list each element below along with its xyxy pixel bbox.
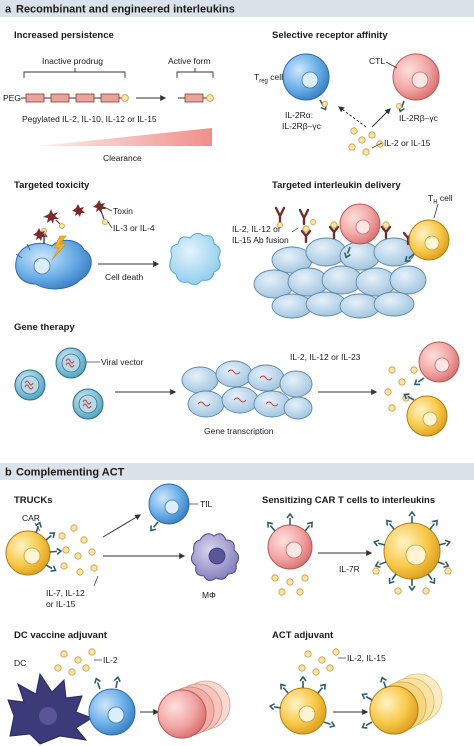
th-cell [408,219,450,261]
dc-heading: DC vaccine adjuvant [14,630,108,641]
trucks-cytokines-1: IL-7, IL-12 [46,588,85,598]
il7r-label: IL-7R [339,564,360,574]
dc-il2-label: IL-2 [103,655,118,665]
toxicity-heading: Targeted toxicity [14,180,90,191]
panel-a-band [0,0,474,17]
trucks-cytokines [58,524,98,576]
sensitizing-heading: Sensitizing CAR T cells to interleukins [262,495,435,506]
transduced-tissue [181,360,313,420]
dc-expanded-cells [157,680,231,739]
gene-transcription-label: Gene transcription [204,426,274,436]
th-label: TH cell [428,193,453,206]
selective-affinity-subpanel: Selective receptor affinity Treg cell IL… [254,30,440,156]
clearance-wedge [38,128,212,146]
act-t-cell [279,687,327,735]
til-cell [148,483,190,525]
dc-t-cell [88,688,136,736]
truck-cell [5,530,51,576]
viral-vectors [14,347,104,420]
trucks-heading: TRUCKs [14,495,53,506]
lightning-icon [51,235,67,261]
free-antibodies [274,206,316,228]
active-form-label: Active form [168,56,211,66]
cell-death-label: Cell death [105,272,144,282]
inactive-prodrug-label: Inactive prodrug [42,56,103,66]
act-cytokines-label: IL-2, IL-15 [347,653,386,663]
sensitizing-ligands [271,574,309,596]
trucks-cytokines-2: or IL-15 [46,599,76,609]
tumour-mass [253,237,427,319]
toxin-label: Toxin [113,206,133,216]
il2-ligands [348,127,384,156]
gene-cytokines-label: IL-2, IL-12 or IL-23 [290,352,361,362]
gene-yellow-cell [406,395,448,437]
il2-or-il15-label: IL-2 or IL-15 [384,138,431,148]
trucks-arrow-til [102,514,142,538]
car-t-pink [267,524,313,570]
inactive-bracket [23,68,126,78]
gene-therapy-subpanel: Gene therapy Viral vector Gene transcrip… [14,322,460,437]
treg-label: Treg cell [254,72,283,85]
viral-vector-label: Viral vector [101,357,144,367]
fusion-label-2: IL-15 Ab fusion [232,235,289,245]
fusion-label-1: IL-2, IL-12 or [232,224,281,234]
gene-pink-cell [418,341,460,383]
panel-b-band [0,463,474,480]
il2rb-label: IL-2Rβ–γc [399,113,439,123]
il2ra-label-1: IL-2Rα: [285,110,313,120]
til-label: TIL [200,499,213,509]
pegylated-caption: Pegylated IL-2, IL-10, IL-12 or IL-15 [22,114,157,124]
persistence-heading: Increased persistence [14,30,114,41]
prodrug-chain [21,93,129,103]
act-heading: ACT adjuvant [272,630,334,641]
ctl-label: CTL [369,56,385,66]
dc-vaccine-subpanel: DC vaccine adjuvant DC IL-2 [7,630,231,745]
peg-label: PEG [3,93,21,103]
act-ligands [298,648,340,676]
dc-label: DC [14,658,26,668]
active-bracket [176,68,214,78]
increased-persistence-subpanel: Increased persistence Inactive prodrug A… [3,30,214,163]
il3-il4-label: IL-3 or IL-4 [113,223,155,233]
ctl-leader [385,61,398,69]
macrophage-label: MΦ [202,590,216,600]
pink-t-cell [339,203,381,245]
panel-b-letter: b [5,467,12,479]
gene-heading: Gene therapy [14,322,75,333]
dashed-arrow-treg [338,106,367,128]
car-t-engineered [383,522,441,580]
targeted-delivery-subpanel: Targeted interleukin delivery [232,180,453,319]
car-label: CAR [22,513,40,523]
dead-cell [169,232,221,286]
dc-ligands [54,648,96,676]
panel-b-title: Complementing ACT [16,467,125,479]
arrow-ctl [371,108,391,128]
targeted-toxicity-subpanel: Targeted toxicity Toxin IL-3 or IL-4 Cel… [14,180,221,290]
active-form-molecule [178,93,214,103]
sensitizing-subpanel: Sensitizing CAR T cells to interleukins … [262,495,452,596]
trucks-subpanel: TRUCKs CAR IL-7, IL-12 or IL-15 TIL MΦ [5,483,240,609]
treg-cell [282,53,330,101]
clearance-label: Clearance [103,153,142,163]
act-adjuvant-subpanel: ACT adjuvant IL-2, IL-15 [268,630,443,735]
panel-a-title: Recombinant and engineered interleukins [16,4,235,16]
selective-heading: Selective receptor affinity [272,30,388,41]
il2ra-label-2: IL-2Rβ–γc [282,121,322,131]
ctl-cell [392,53,440,101]
toxin-molecules [43,200,108,229]
act-expanded-cells [360,673,443,735]
panel-a-letter: a [5,4,12,16]
target-cell [15,228,92,290]
delivery-heading: Targeted interleukin delivery [272,180,401,191]
